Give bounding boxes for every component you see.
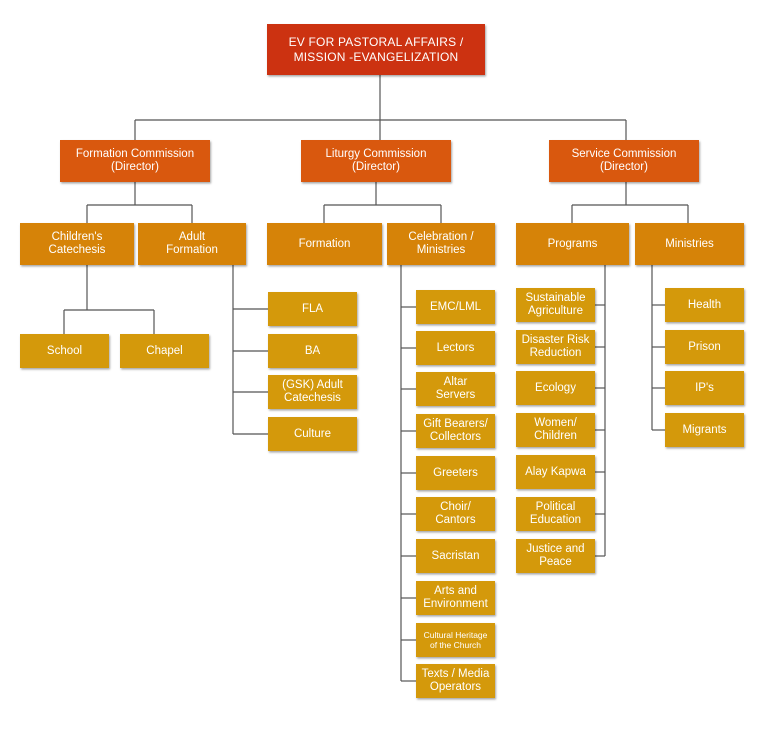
ips-node: IP's [665,371,744,405]
greeters-node: Greeters [416,456,495,490]
ba-node: BA [268,334,357,368]
root-node: EV FOR PASTORAL AFFAIRS / MISSION -EVANG… [267,24,485,75]
lectors-node: Lectors [416,331,495,365]
liturgy-formation-node: Formation [267,223,382,265]
justice-peace-node: Justice and Peace [516,539,595,573]
disaster-risk-reduction-node: Disaster Risk Reduction [516,330,595,364]
childrens-catechesis-node: Children's Catechesis [20,223,134,265]
formation-commission-node: Formation Commission (Director) [60,140,210,182]
emc-lml-node: EMC/LML [416,290,495,324]
sustainable-agriculture-node: Sustainable Agriculture [516,288,595,322]
choir-cantors-node: Choir/ Cantors [416,497,495,531]
fla-node: FLA [268,292,357,326]
ministries-node: Ministries [635,223,744,265]
altar-servers-node: Altar Servers [416,372,495,406]
sacristan-node: Sacristan [416,539,495,573]
gift-bearers-node: Gift Bearers/ Collectors [416,414,495,448]
gsk-adult-catechesis-node: (GSK) Adult Catechesis [268,375,357,409]
school-node: School [20,334,109,368]
ecology-node: Ecology [516,371,595,405]
women-children-node: Women/ Children [516,413,595,447]
migrants-node: Migrants [665,413,744,447]
alay-kapwa-node: Alay Kapwa [516,455,595,489]
liturgy-commission-node: Liturgy Commission (Director) [301,140,451,182]
prison-node: Prison [665,330,744,364]
arts-environment-node: Arts and Environment [416,581,495,615]
chapel-node: Chapel [120,334,209,368]
cultural-heritage-node: Cultural Heritage of the Church [416,623,495,657]
celebration-ministries-node: Celebration / Ministries [387,223,495,265]
programs-node: Programs [516,223,629,265]
service-commission-node: Service Commission (Director) [549,140,699,182]
culture-node: Culture [268,417,357,451]
health-node: Health [665,288,744,322]
adult-formation-node: Adult Formation [138,223,246,265]
texts-media-operators-node: Texts / Media Operators [416,664,495,698]
political-education-node: Political Education [516,497,595,531]
